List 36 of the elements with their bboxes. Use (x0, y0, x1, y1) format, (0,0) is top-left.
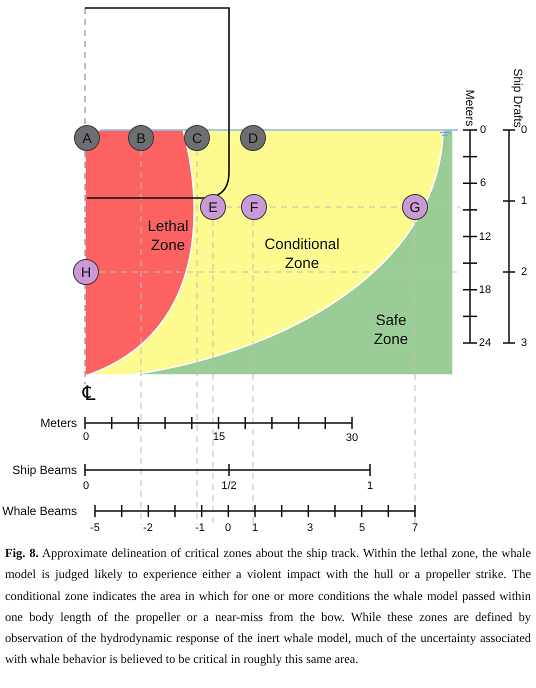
zone-label: Conditional Zone (263, 235, 341, 273)
tick-label: 12 (478, 231, 492, 243)
tick-label: 6 (480, 177, 486, 189)
tick-label: 1 (252, 522, 258, 534)
tick-label: 5 (358, 522, 366, 534)
centerline-symbol: ℄ (82, 381, 96, 405)
axis-title: Meters (463, 90, 477, 126)
tick-label: 0 (224, 522, 232, 534)
point-marker: H (73, 259, 99, 285)
tick-label: 7 (412, 522, 418, 534)
zone-label: Lethal Zone (146, 217, 190, 255)
figure-caption: Fig. 8. Approximate delineation of critical zones about the ship track. Within the lethal zone, the whale model is judged likely to experience either a violent impact with the hull or a propeller strike. The conditional zone indicates the area in which for one or more conditions the whale model passed within one body length of the propeller or a near-miss from the bow. While these zones are defined by observation of the hydrodynamic response of the inert whale model, much of the uncertainty associated with whale behavior is believed to be critical in roughly this same area. (5, 545, 531, 668)
tick-label: 0 (82, 480, 90, 492)
scale-title: Meters (40, 416, 77, 430)
point-marker: D (240, 125, 266, 151)
tick-label: 3 (306, 522, 314, 534)
point-marker: B (128, 125, 154, 151)
tick-label: 3 (520, 337, 528, 349)
zone-label: Safe Zone (372, 311, 410, 349)
tick-label: 30 (346, 432, 358, 444)
tick-label: 0 (82, 431, 90, 443)
tick-label: -5 (90, 522, 100, 534)
tick-label: 15 (212, 431, 226, 443)
tick-label: 18 (478, 284, 492, 296)
tick-label: 1/2 (221, 480, 237, 492)
tick-label: -2 (143, 522, 153, 534)
scale-title: Ship Beams (12, 463, 77, 477)
scale-title: Whale Beams (2, 504, 77, 518)
tick-label: 2 (520, 266, 528, 278)
tick-label: 1 (366, 480, 374, 492)
tick-label: -1 (195, 522, 205, 534)
tick-label: 0 (480, 124, 486, 136)
point-marker: A (74, 125, 100, 151)
tick-label: 1 (520, 195, 528, 207)
point-marker: C (184, 125, 210, 151)
tick-label: 24 (478, 337, 492, 349)
